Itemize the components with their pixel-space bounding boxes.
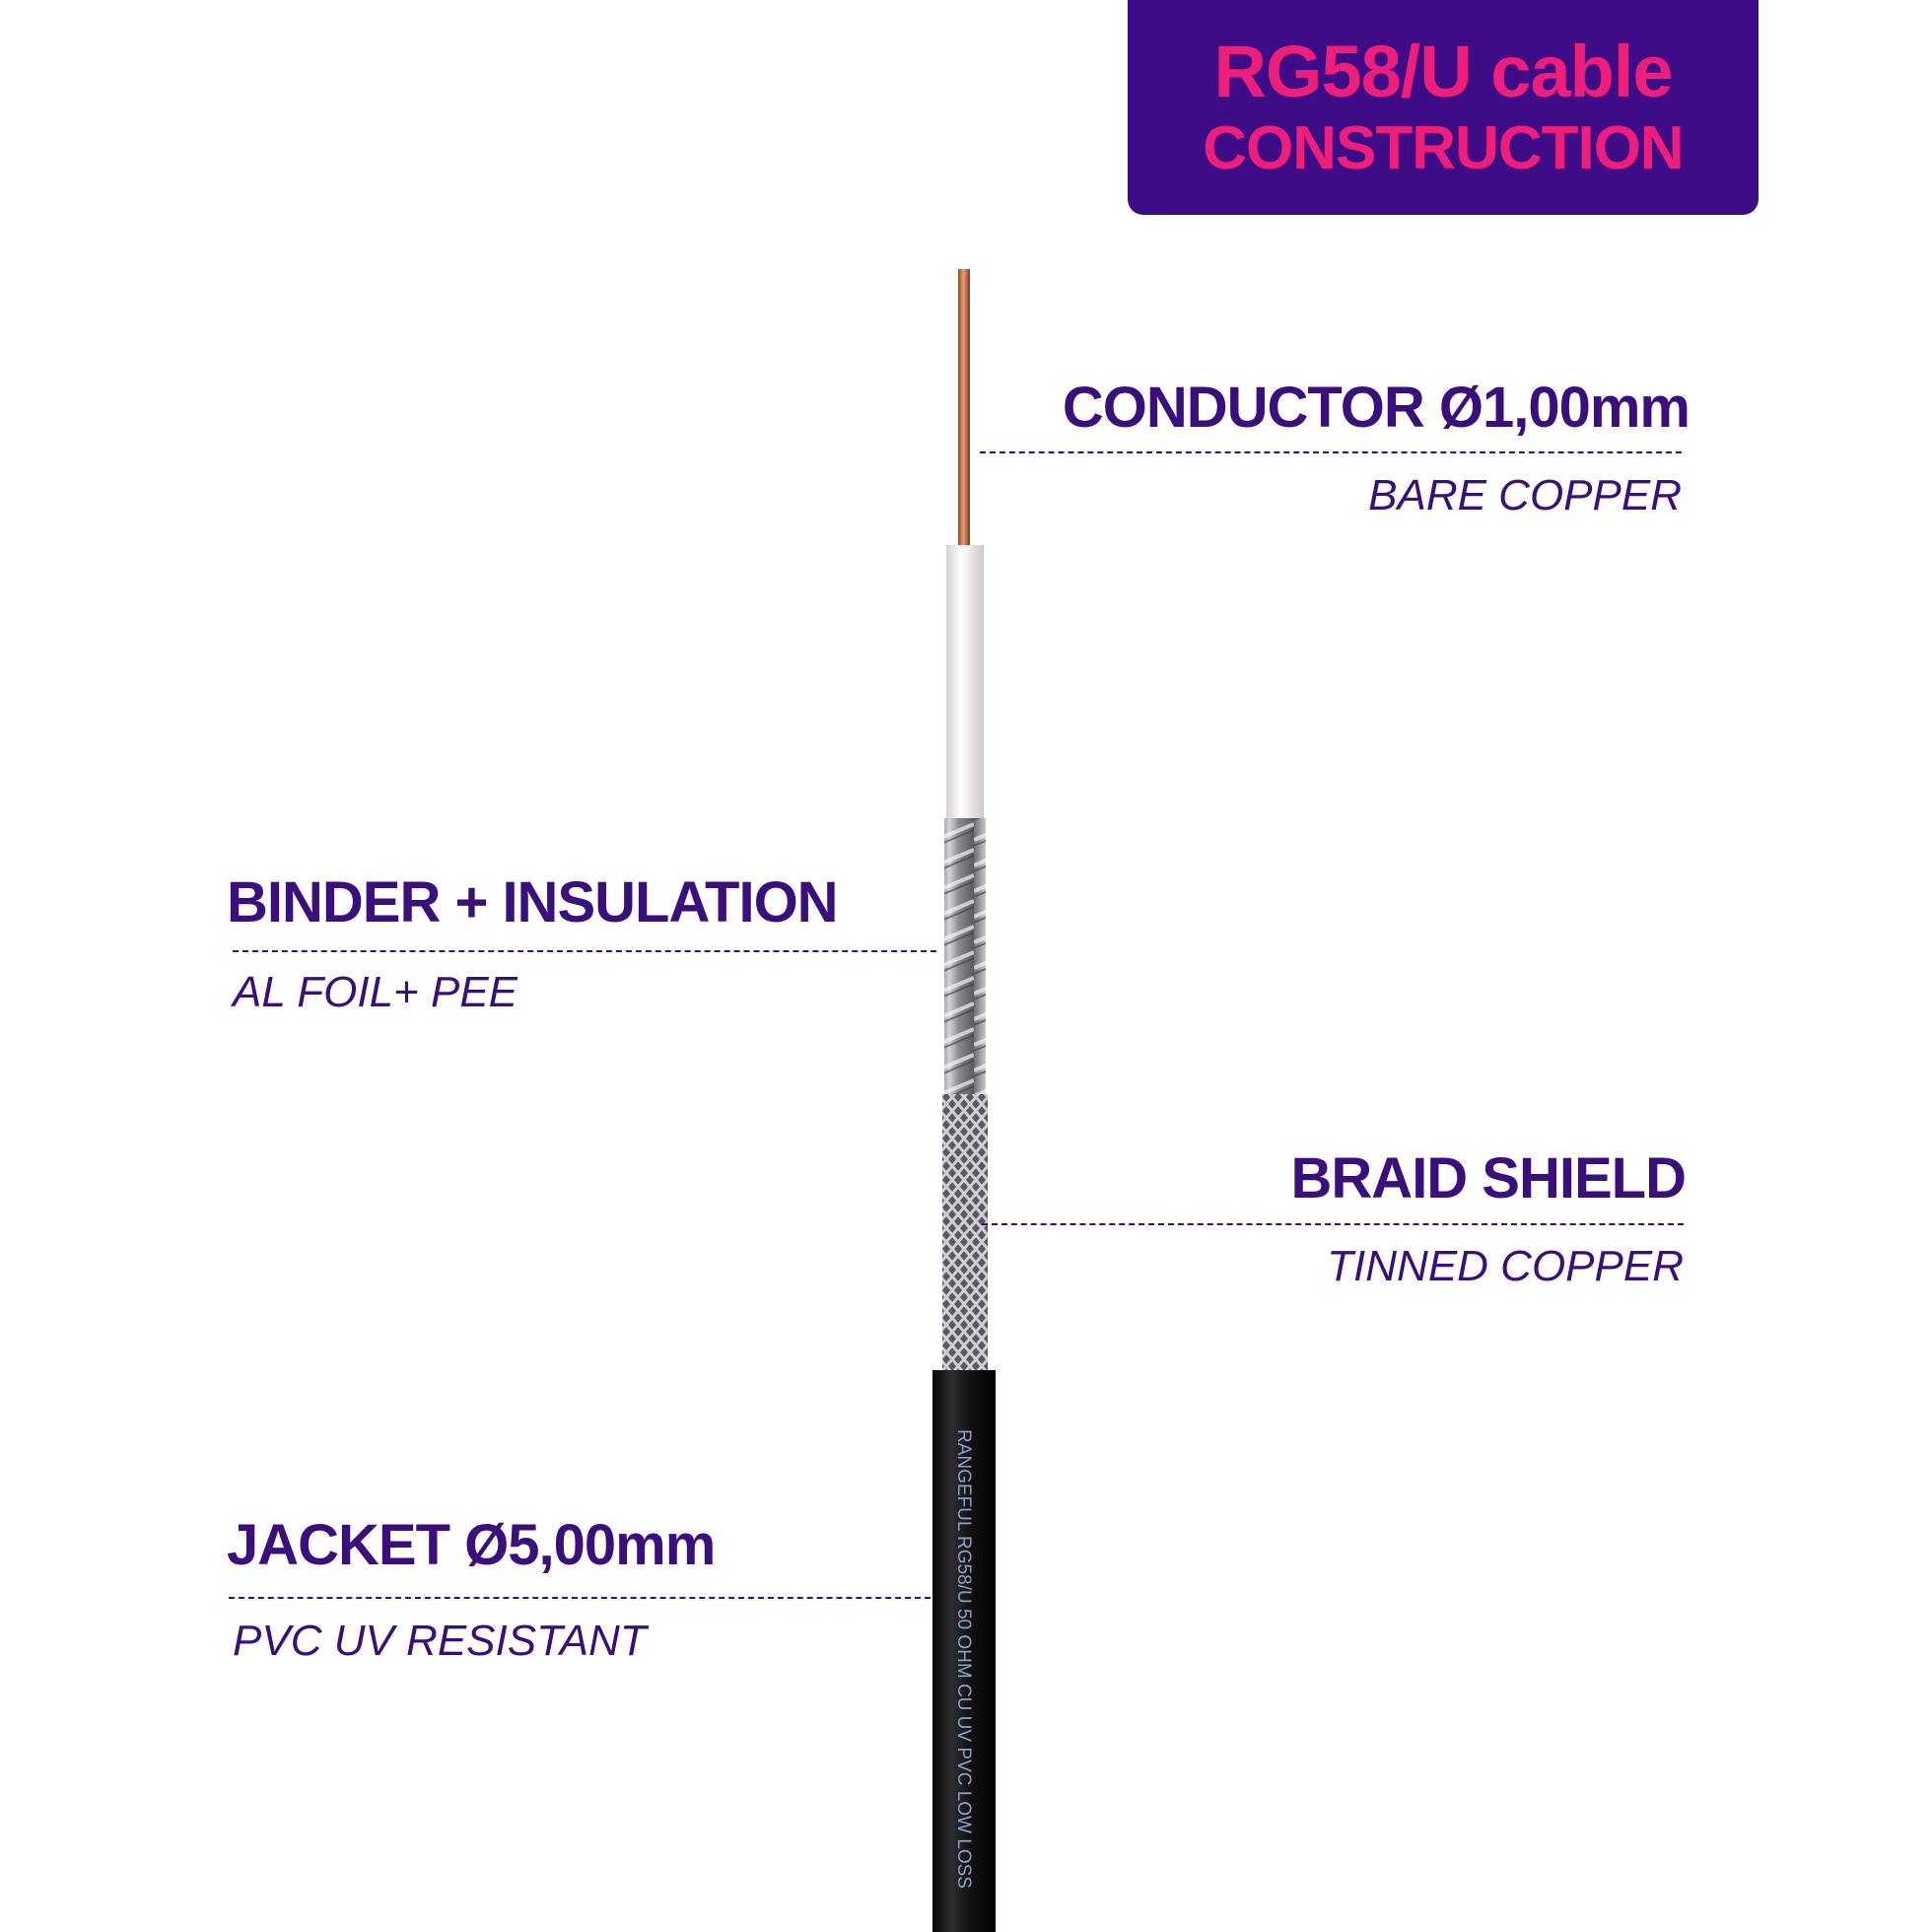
braid-segment (942, 1094, 988, 1375)
braid-leader (982, 1223, 1684, 1225)
jacket-print-text: RANGEFUL RG58/U 50 OHM CU UV PVC LOW LOS… (953, 1429, 974, 1889)
jacket-material: PVC UV RESISTANT (233, 1617, 647, 1665)
jacket-label: JACKET Ø5,00mm (227, 1513, 716, 1577)
binder-label: BINDER + INSULATION (227, 870, 839, 934)
binder-material: AL FOIL+ PEE (233, 968, 518, 1016)
title-line-1: RG58/U cable (1213, 31, 1673, 112)
jacket-leader (229, 1597, 931, 1599)
conductor-material: BARE COPPER (1368, 471, 1682, 519)
foil-segment (944, 818, 986, 1100)
braid-material: TINNED COPPER (1327, 1242, 1684, 1290)
title-box: RG58/U cable CONSTRUCTION (1128, 0, 1759, 215)
jacket-segment (932, 1370, 996, 1932)
conductor-leader (980, 451, 1682, 453)
title-line-2: CONSTRUCTION (1203, 114, 1684, 182)
conductor-label: CONDUCTOR Ø1,00mm (1062, 376, 1690, 440)
binder-leader (233, 950, 936, 952)
braid-label: BRAID SHIELD (1290, 1146, 1687, 1210)
conductor-wire (958, 269, 970, 555)
insulation-segment (946, 545, 984, 823)
